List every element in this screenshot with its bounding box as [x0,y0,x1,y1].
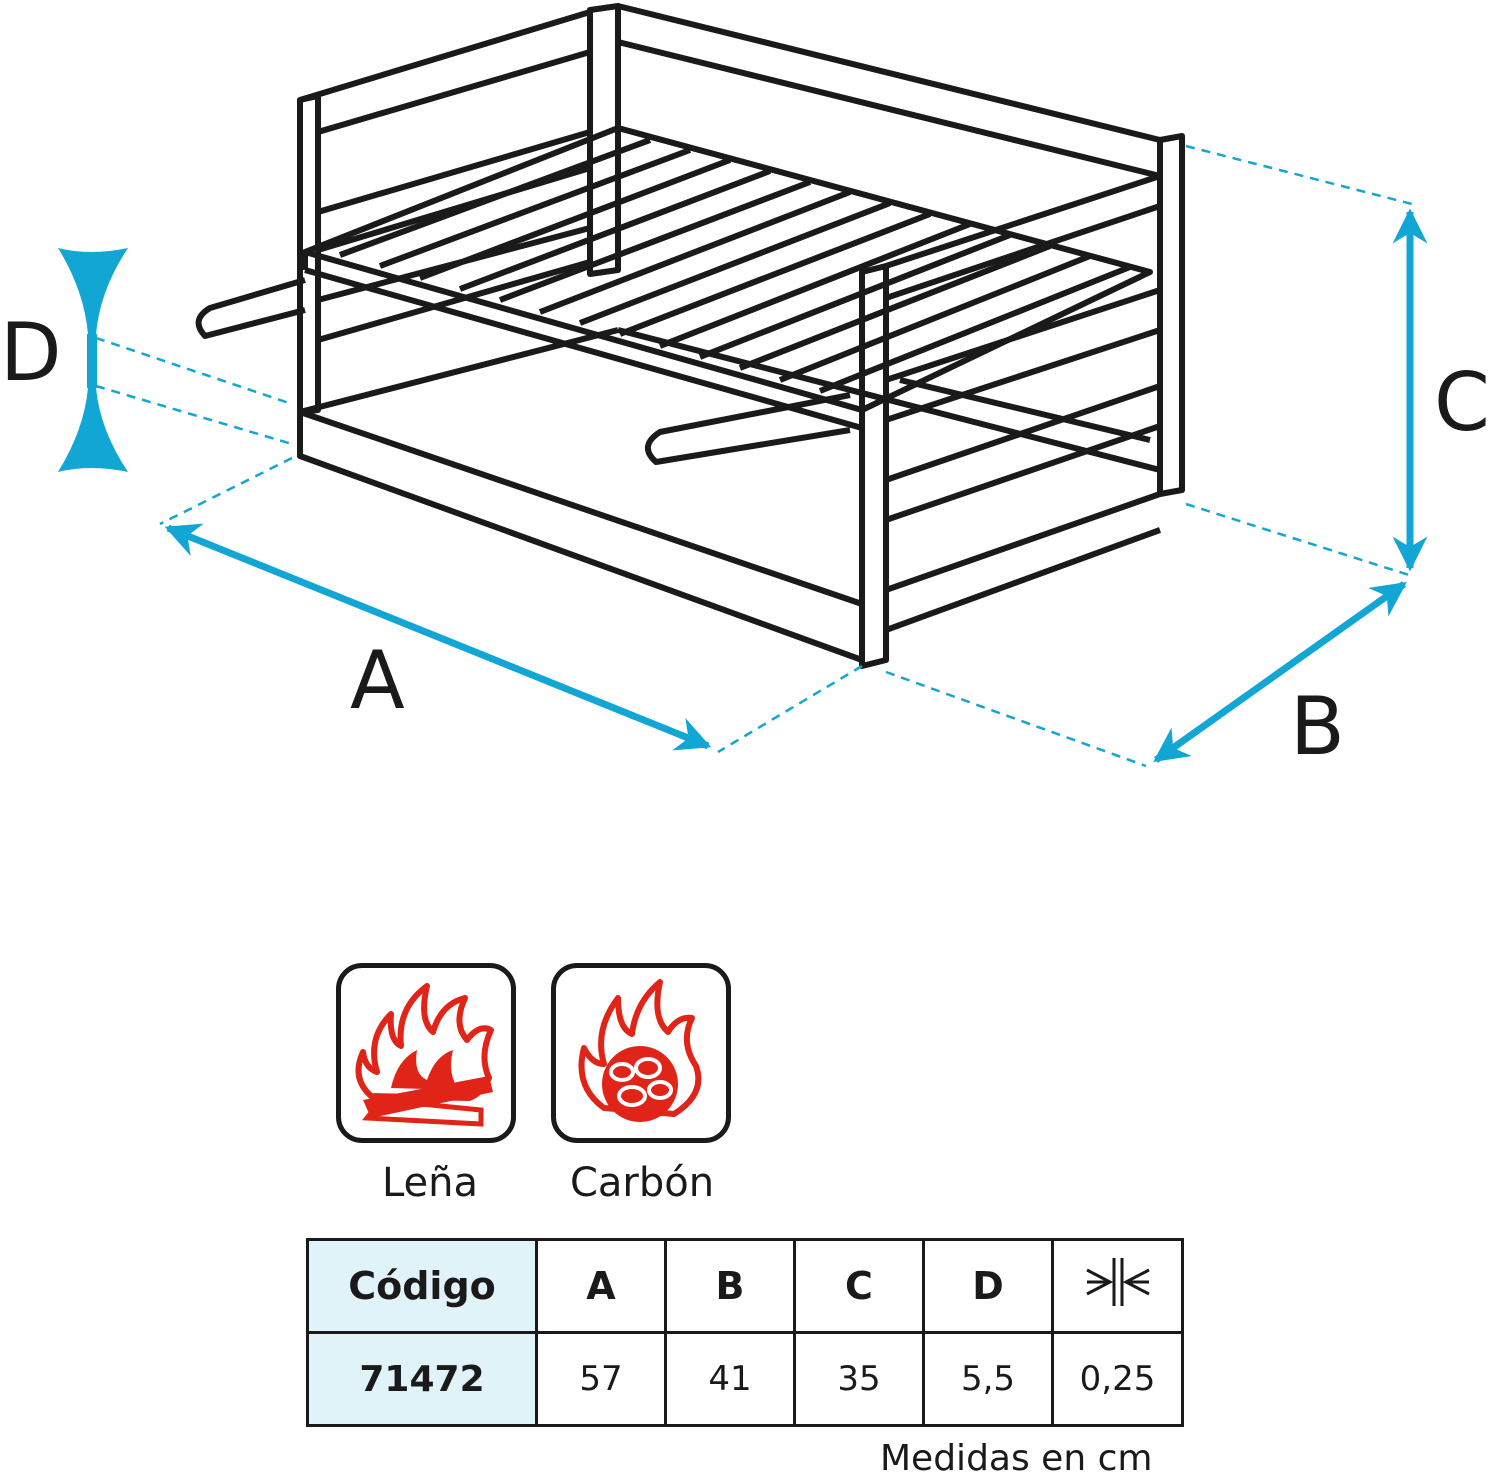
units-footnote: Medidas en cm [880,1438,1153,1479]
dimension-guide-lines [95,144,1413,768]
grill-dimension-diagram: A B C D [0,3,1488,773]
charcoal-label: Carbón [569,1160,715,1206]
cell-c: 35 [793,1331,925,1427]
cell-a: 57 [535,1331,667,1427]
header-b: B [664,1238,796,1334]
dimension-label-a: A [350,634,405,727]
dimension-arrows [164,208,1428,763]
specification-table: Código A B C D 71472 57 41 35 5,5 0,25 [306,1238,1184,1427]
header-code: Código [306,1238,538,1334]
firewood-flame-icon [355,983,494,1127]
charcoal-icon-box [551,963,731,1143]
cell-d: 5,5 [922,1331,1054,1427]
dimension-label-b: B [1290,680,1345,773]
arrow-d [58,248,128,472]
thickness-icon [1085,1257,1150,1306]
arrow-a [164,523,712,751]
dimension-label-d: D [0,306,62,399]
header-c: C [793,1238,925,1334]
table-header-row: Código A B C D [306,1238,1184,1334]
dimension-label-c: C [1434,356,1488,449]
cell-code: 71472 [306,1331,538,1427]
firewood-icon-box [336,963,516,1143]
charcoal-flame-icon [578,979,702,1122]
firewood-label: Leña [381,1160,479,1206]
header-d: D [922,1238,1054,1334]
cell-thickness: 0,25 [1051,1331,1184,1427]
arrow-b [1153,581,1407,763]
grill-basket-drawing [195,3,1185,669]
header-a: A [535,1238,667,1334]
cell-b: 41 [664,1331,796,1427]
header-thickness [1051,1238,1184,1334]
table-row: 71472 57 41 35 5,5 0,25 [306,1331,1184,1427]
